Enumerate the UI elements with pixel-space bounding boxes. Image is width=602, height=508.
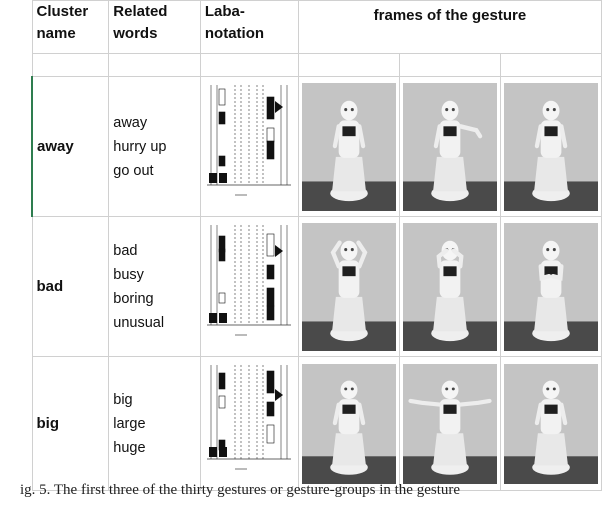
cluster-name: away <box>37 138 74 155</box>
gesture-frame-image <box>503 363 598 484</box>
table-row: away away hurry up go out <box>31 76 602 217</box>
header-laban-line1: Laba- <box>204 3 245 20</box>
frame-cell <box>398 356 501 491</box>
gesture-frame-image <box>402 363 497 484</box>
gesture-frame-image <box>402 82 497 211</box>
frame-cell <box>398 76 501 217</box>
gesture-table: Cluster name Related words Laba- notatio… <box>31 0 602 491</box>
header-cluster-line1: Cluster <box>36 3 89 20</box>
frame-cell <box>398 216 501 357</box>
gesture-frame-image <box>301 222 396 351</box>
gesture-frame-image <box>301 363 396 484</box>
frame-cell <box>499 356 602 491</box>
frame-cell <box>297 76 400 217</box>
gesture-frame-image <box>503 222 598 351</box>
cluster-name-cell: away <box>31 76 110 217</box>
related-word: huge <box>113 439 146 456</box>
header-frames: frames of the gesture <box>297 0 602 54</box>
table-row: big big large huge <box>31 356 602 491</box>
related-word: busy <box>113 266 144 283</box>
related-word: hurry up <box>113 138 167 155</box>
frame-cell <box>499 216 602 357</box>
cluster-name: bad <box>36 278 64 295</box>
cluster-name: big <box>36 415 60 432</box>
laban-notation-image <box>206 85 291 196</box>
header-related-words: Related words <box>108 0 201 54</box>
related-words-cell: bad busy boring unusual <box>108 216 201 357</box>
related-word: away <box>113 114 148 131</box>
header-laban-line2: notation <box>204 25 265 42</box>
header-cluster-name: Cluster name <box>31 0 110 54</box>
related-words-cell: away hurry up go out <box>108 76 201 217</box>
related-word: bad <box>113 242 138 259</box>
laban-notation-image <box>206 225 291 336</box>
header-words-line2: words <box>113 25 158 42</box>
header-words-line1: Related <box>113 3 168 20</box>
header-cluster-line2: name <box>36 25 76 42</box>
laban-cell <box>199 356 299 491</box>
header-frames-label: frames of the gesture <box>373 7 527 24</box>
related-word: go out <box>113 162 154 179</box>
related-word: big <box>113 391 133 408</box>
frame-cell <box>499 76 602 217</box>
related-word: boring <box>113 290 154 307</box>
table-row: bad bad busy boring unusual <box>31 216 602 357</box>
laban-cell <box>199 76 299 217</box>
cluster-name-cell: big <box>31 356 110 491</box>
spacer-row <box>31 53 602 77</box>
gesture-frame-image <box>402 222 497 351</box>
related-word: unusual <box>113 314 165 331</box>
related-words-cell: big large huge <box>108 356 201 491</box>
figure-caption: ig. 5. The first three of the thirty ges… <box>20 482 461 498</box>
gesture-frame-image <box>301 82 396 211</box>
related-word: large <box>113 415 146 432</box>
header-laban: Laba- notation <box>199 0 299 54</box>
cluster-name-cell: bad <box>31 216 110 357</box>
gesture-frame-image <box>503 82 598 211</box>
frame-cell <box>297 216 400 357</box>
frame-cell <box>297 356 400 491</box>
laban-cell <box>199 216 299 357</box>
laban-notation-image <box>206 365 291 470</box>
